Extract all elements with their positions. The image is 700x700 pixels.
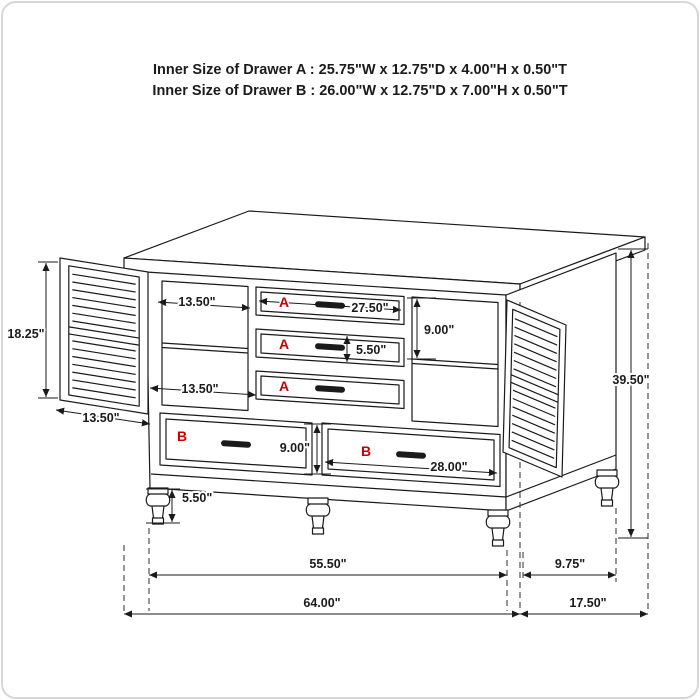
overall-width-label: 64.00" xyxy=(303,596,340,610)
dim-overall-height: 39.50" xyxy=(610,248,652,539)
side-feet-span-label: 9.75" xyxy=(555,557,585,571)
dim-line xyxy=(324,458,498,477)
base-molding-line xyxy=(150,454,617,498)
compartment-height-label: 9.00" xyxy=(424,323,454,337)
drawer-a3-handle xyxy=(315,385,345,393)
drawer-a2-handle xyxy=(315,343,345,351)
dim-front-feet-span: 55.50" xyxy=(149,555,507,579)
drawer-b-left-bevel xyxy=(165,418,307,469)
left-compartment xyxy=(161,280,249,412)
drawer-a1-marker: A xyxy=(279,294,289,310)
drawer-a2-bevel xyxy=(260,333,400,363)
drawer-a-width-label: 27.50" xyxy=(351,301,388,315)
drawer-a2-marker: A xyxy=(279,336,289,352)
drawer-a3-bevel xyxy=(260,375,400,405)
dim-drawer-a-width: 27.50" xyxy=(258,297,402,317)
dim-drawer-b-height: 9.00" xyxy=(278,423,331,475)
right-door xyxy=(503,300,566,477)
left-shelf xyxy=(161,342,249,354)
leg-height-label: 5.50" xyxy=(182,491,212,505)
drawer-markers: A A A B B xyxy=(175,293,372,461)
drawer-b-width-label: 28.00" xyxy=(430,460,467,474)
dim-side-feet-span: 9.75" xyxy=(523,555,616,579)
drawer-b-height-label: 9.00" xyxy=(280,441,310,455)
drawer-b-right-bevel xyxy=(327,428,495,481)
drawer-a3-marker: A xyxy=(279,378,289,394)
left-door xyxy=(60,258,148,414)
right-compartment xyxy=(411,296,499,428)
drawer-a-front-height-label: 5.50" xyxy=(356,343,386,357)
drawer-a-inner-size-text: Inner Size of Drawer A : 25.75"W x 12.75… xyxy=(153,62,567,78)
dim-upper-shelf-width: 13.50" xyxy=(157,293,251,312)
door-width-label: 13.50" xyxy=(82,411,119,425)
dim-leg-height: 5.50" xyxy=(146,488,214,524)
upper-shelf-width-label: 13.50" xyxy=(178,295,215,309)
front-feet-span-label: 55.50" xyxy=(309,557,346,571)
dim-lower-shelf-width: 13.50" xyxy=(149,380,257,399)
dim-overall-width: 64.00" xyxy=(124,594,520,618)
front-left-foot xyxy=(145,487,171,525)
dim-line xyxy=(157,298,251,312)
drawer-b-left xyxy=(159,412,313,476)
dimension-annotations: 18.25" 13.50" 13.50" 13.50" 27.50" 5.50"… xyxy=(5,248,652,618)
door-height-label: 18.25" xyxy=(7,327,44,341)
dim-compartment-height: 9.00" xyxy=(407,297,456,360)
dim-overall-depth: 17.50" xyxy=(520,594,648,618)
drawer-a3 xyxy=(255,370,405,410)
drawer-b-right-marker: B xyxy=(361,443,371,459)
dresser-drawing xyxy=(60,211,648,611)
lower-shelf-width-label: 13.50" xyxy=(181,382,218,396)
drawer-b-left-handle xyxy=(221,440,251,448)
right-door-louvers xyxy=(503,300,566,477)
dim-line xyxy=(55,407,151,427)
center-foot xyxy=(305,497,331,535)
front-right-foot xyxy=(485,509,511,547)
back-right-foot xyxy=(594,469,620,507)
dim-line xyxy=(149,384,257,399)
overall-height-label: 39.50" xyxy=(612,373,649,387)
dim-door-height: 18.25" xyxy=(5,261,58,399)
right-shelf xyxy=(411,358,499,370)
drawer-b-right xyxy=(321,422,501,488)
dim-door-width: 13.50" xyxy=(55,407,151,427)
overall-depth-label: 17.50" xyxy=(569,596,606,610)
drawer-b-inner-size-text: Inner Size of Drawer B : 26.00"W x 12.75… xyxy=(152,83,567,99)
drawer-a2 xyxy=(255,328,405,368)
left-door-louvers xyxy=(60,258,148,414)
header: Inner Size of Drawer A : 25.75"W x 12.75… xyxy=(152,62,567,99)
drawer-b-right-handle xyxy=(396,451,426,459)
dim-drawer-a-front-height: 5.50" xyxy=(343,336,388,362)
dim-line xyxy=(258,297,402,314)
drawer-b-left-marker: B xyxy=(177,428,187,444)
dim-drawer-b-width: 28.00" xyxy=(324,458,498,477)
